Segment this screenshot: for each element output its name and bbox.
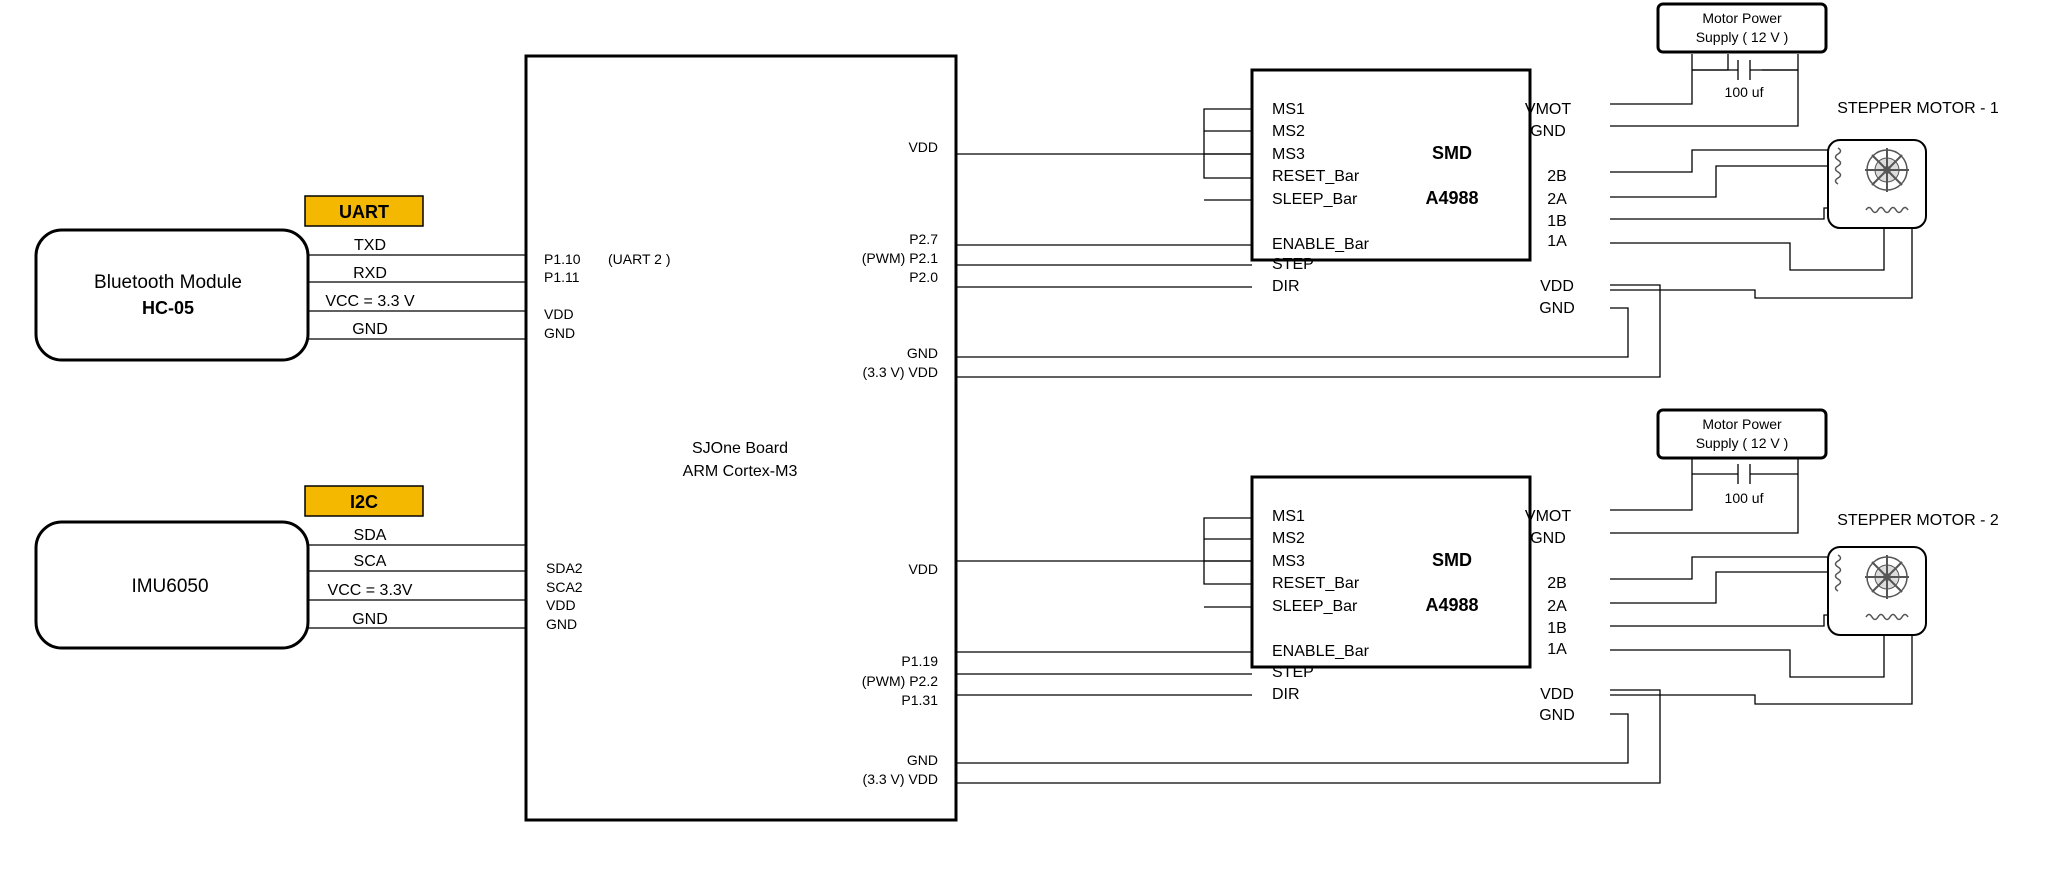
imu-pin-sda: SDA: [354, 527, 387, 544]
power-supply-2: [1656, 408, 1828, 460]
driver-1-body: [1250, 68, 1532, 262]
mcu-pin-sda2: SDA2: [546, 560, 583, 576]
d1-gnd: GND: [1539, 300, 1575, 317]
mcu-pin-p1-10: P1.10: [544, 251, 581, 267]
bt-pin-txd: TXD: [354, 237, 386, 254]
sjone-board: [524, 54, 958, 822]
mcu-pin-p1-11: P1.11: [544, 269, 580, 285]
cap2-label: 100 uf: [1725, 490, 1764, 506]
mcu-pin-sca2: SCA2: [546, 579, 583, 595]
motor-1-label: STEPPER MOTOR - 1: [1837, 100, 1999, 117]
d2-2b: 2B: [1547, 575, 1567, 592]
d2-dir: DIR: [1272, 686, 1300, 703]
mcu-pin-gnd-imu: GND: [546, 616, 577, 632]
d2-reset: RESET_Bar: [1272, 575, 1360, 592]
stepper-motor-1: [1827, 139, 1927, 229]
d1-name-smd: SMD: [1432, 143, 1472, 163]
d2-gnd: GND: [1539, 707, 1575, 724]
d2-2a: 2A: [1547, 598, 1567, 615]
mcu-pin-p1-31: P1.31: [901, 692, 938, 708]
stepper-motor-2: [1827, 546, 1927, 636]
imu-pin-gnd: GND: [352, 611, 388, 628]
mcu-pin-vdd33-top: (3.3 V) VDD: [863, 364, 938, 380]
mcu-pin-gnd-bottom: GND: [907, 752, 938, 768]
driver-2-body: [1250, 475, 1532, 669]
d1-1a: 1A: [1547, 233, 1567, 250]
d2-1a: 1A: [1547, 641, 1567, 658]
bluetooth-module-box: [34, 228, 310, 362]
imu-pin-sca: SCA: [354, 553, 387, 570]
mcu-pin-vdd-bt: VDD: [544, 306, 574, 322]
d2-gnd-top: GND: [1530, 530, 1566, 547]
bluetooth-title: Bluetooth Module: [94, 272, 242, 293]
d1-reset: RESET_Bar: [1272, 168, 1360, 185]
d2-vdd: VDD: [1540, 686, 1574, 703]
mcu-pin-p2-7: P2.7: [909, 231, 938, 247]
cap1-label: 100 uf: [1725, 84, 1764, 100]
uart-badge-label: UART: [339, 202, 389, 222]
bluetooth-model: HC-05: [142, 298, 194, 318]
ps2-line1: Motor Power: [1702, 416, 1782, 432]
motor-2-label: STEPPER MOTOR - 2: [1837, 512, 1999, 529]
d2-sleep: SLEEP_Bar: [1272, 598, 1358, 615]
d2-1b: 1B: [1547, 620, 1567, 637]
mcu-pin-vdd33-bottom: (3.3 V) VDD: [863, 771, 938, 787]
mcu-pin-p2-0: P2.0: [909, 269, 938, 285]
ps1-line2: Supply ( 12 V ): [1696, 29, 1789, 45]
imu-pin-vcc: VCC = 3.3V: [328, 582, 413, 599]
d1-dir: DIR: [1272, 278, 1300, 295]
d2-name-smd: SMD: [1432, 550, 1472, 570]
ps2-line2: Supply ( 12 V ): [1696, 435, 1789, 451]
mcu-pin-vdd-imu: VDD: [546, 597, 576, 613]
bt-pin-vcc: VCC = 3.3 V: [325, 293, 415, 310]
d1-name-a4988: A4988: [1425, 188, 1478, 208]
mcu-uart-label: (UART 2 ): [608, 251, 671, 267]
d1-gnd-top: GND: [1530, 123, 1566, 140]
d2-ms3: MS3: [1272, 553, 1305, 570]
i2c-badge: [304, 485, 424, 517]
d2-ms1: MS1: [1272, 508, 1305, 525]
mcu-pin-gnd-top: GND: [907, 345, 938, 361]
mcu-pin-gnd-bt: GND: [544, 325, 575, 341]
d1-enable: ENABLE_Bar: [1272, 236, 1370, 253]
mcu-pin-vdd-top: VDD: [908, 139, 938, 155]
imu-title: IMU6050: [131, 576, 208, 597]
wiring: [956, 108, 1661, 784]
d1-step: STEP: [1272, 256, 1314, 273]
d1-2a: 2A: [1547, 191, 1567, 208]
i2c-badge-label: I2C: [350, 492, 378, 512]
power-wiring: [1610, 54, 1799, 534]
imu-box: [34, 520, 310, 650]
d1-ms1: MS1: [1272, 101, 1305, 118]
d1-2b: 2B: [1547, 168, 1567, 185]
d2-ms2: MS2: [1272, 530, 1305, 547]
d2-enable: ENABLE_Bar: [1272, 643, 1370, 660]
mcu-pin-p2-1: (PWM) P2.1: [862, 250, 938, 266]
d1-sleep: SLEEP_Bar: [1272, 191, 1358, 208]
d2-name-a4988: A4988: [1425, 595, 1478, 615]
mcu-pin-p1-19: P1.19: [901, 653, 938, 669]
d1-ms3: MS3: [1272, 146, 1305, 163]
d1-vdd: VDD: [1540, 278, 1574, 295]
d1-vmot: VMOT: [1525, 101, 1571, 118]
board-subtitle: ARM Cortex-M3: [683, 463, 798, 480]
power-supply-1: [1656, 2, 1828, 54]
d2-vmot: VMOT: [1525, 508, 1571, 525]
driver-2: MS1 MS2 MS3 RESET_Bar SLEEP_Bar ENABLE_B…: [1272, 508, 1575, 724]
ps1-line1: Motor Power: [1702, 10, 1782, 26]
d1-1b: 1B: [1547, 213, 1567, 230]
board-title: SJOne Board: [692, 440, 788, 457]
uart-badge: [304, 195, 424, 227]
motor-wiring: [1610, 149, 1913, 705]
driver-1: MS1 MS2 MS3 RESET_Bar SLEEP_Bar ENABLE_B…: [1272, 101, 1575, 317]
bt-pin-rxd: RXD: [353, 265, 387, 282]
mcu-pin-p2-2: (PWM) P2.2: [862, 673, 938, 689]
bt-pin-gnd: GND: [352, 321, 388, 338]
d1-ms2: MS2: [1272, 123, 1305, 140]
mcu-pin-vdd-bottom: VDD: [908, 561, 938, 577]
d2-step: STEP: [1272, 664, 1314, 681]
